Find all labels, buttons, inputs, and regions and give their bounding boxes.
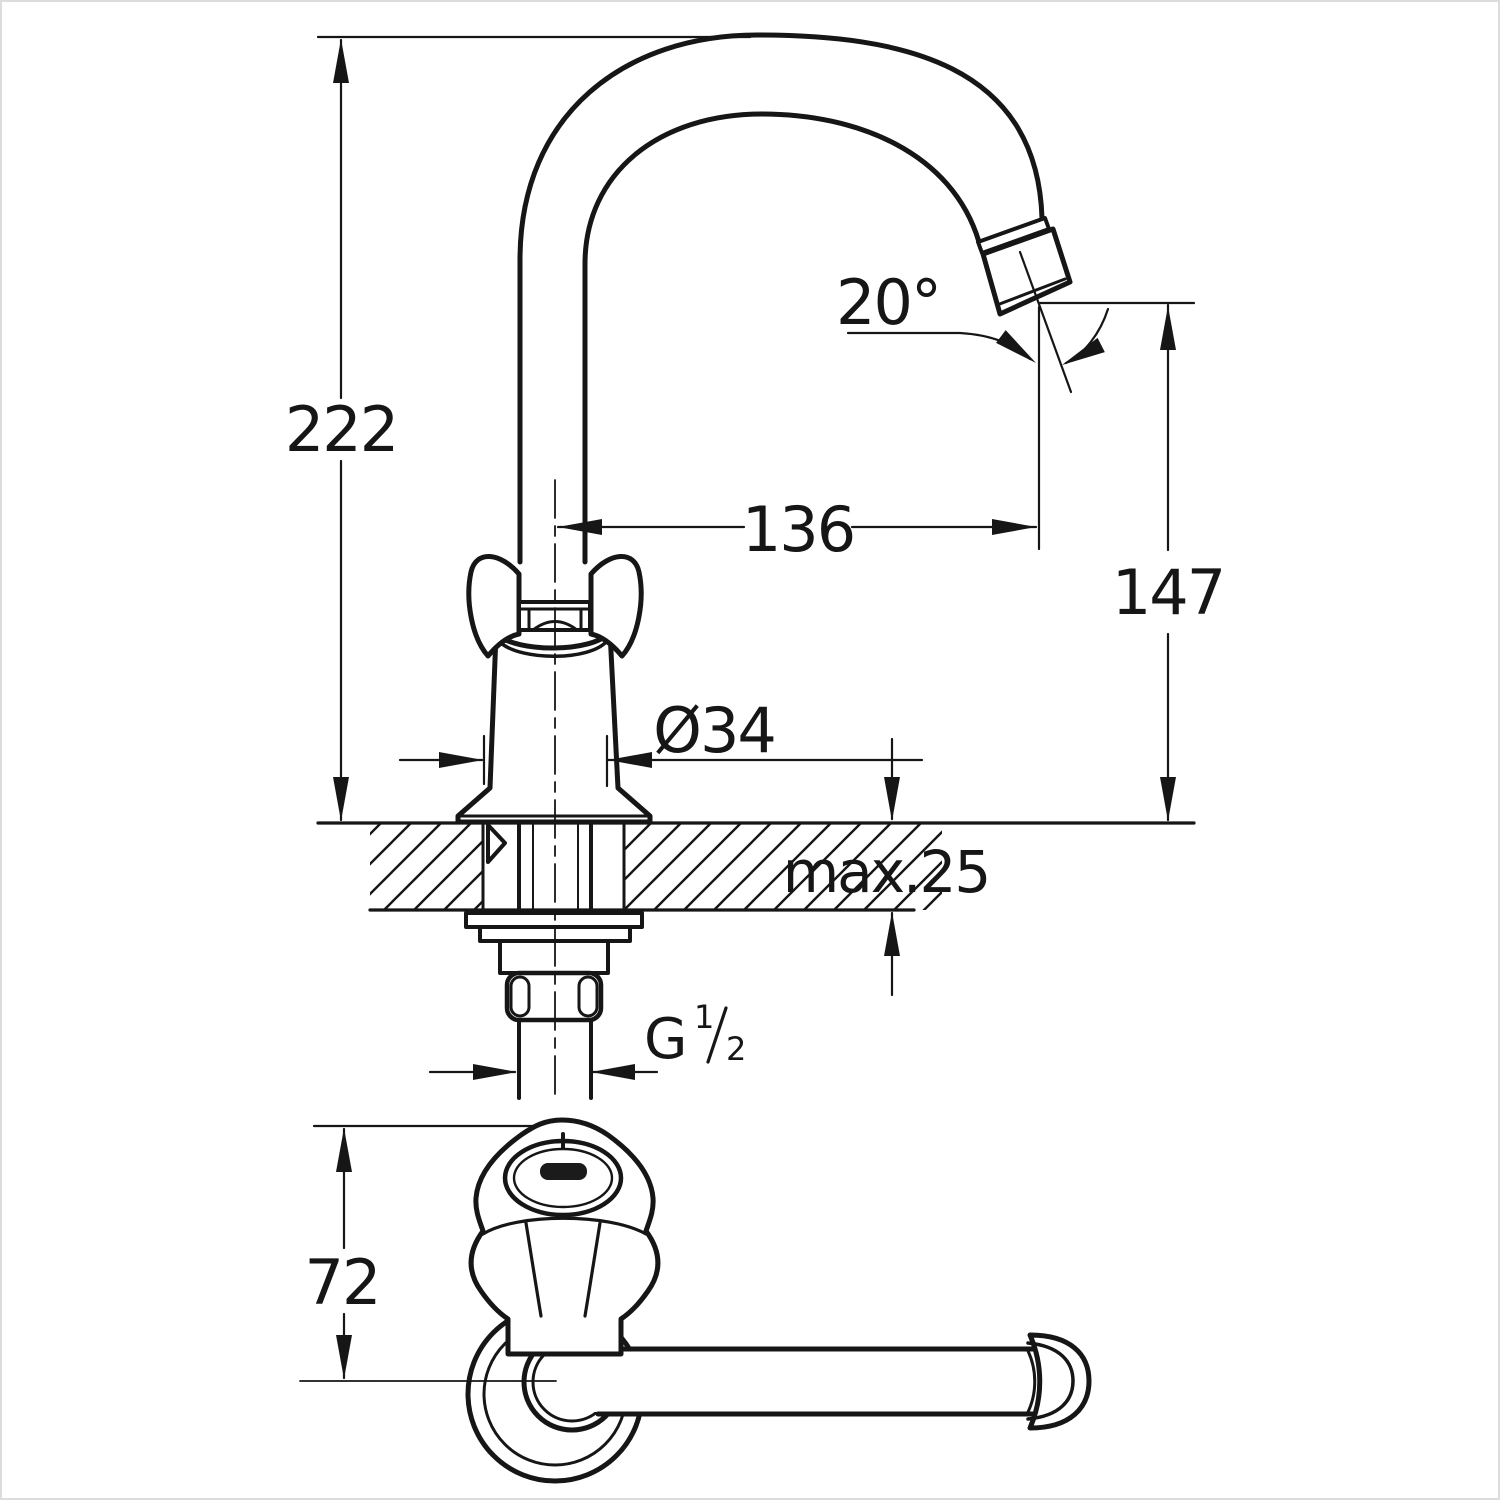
deck-hatch-right [624,823,942,910]
arrow-right-icon [439,752,483,768]
lock-nut-facet-right [577,975,599,1018]
arrow-down-icon [333,777,349,821]
spout-end-cap [1027,1332,1092,1431]
arrow-left-icon [558,519,602,535]
spout-outer-edge [517,32,1045,565]
max-25-label: max.25 [783,838,990,906]
thread-g-label: G [644,1007,687,1072]
angle-20-label: 20° [836,266,940,339]
dim-136-label: 136 [742,493,854,566]
arrow-right-icon [992,519,1036,535]
lock-nut [504,970,604,1023]
dimension-diameter-34: Ø34 [398,694,924,788]
arrow-left-icon [591,1064,635,1080]
spout-inner-edge [582,111,982,565]
thread-denominator: 2 [726,1030,746,1068]
threaded-shank [517,821,593,912]
dimension-20-degrees: 20° [836,250,1110,551]
cross-handle [466,554,644,659]
counter-section [316,821,1196,912]
faucet-body [455,629,653,825]
arrow-icon [996,330,1036,363]
lock-nut-facet-left [509,975,531,1018]
spout-end-face [1026,1349,1037,1414]
spout-plan [586,1332,1092,1431]
dimension-147: 147 [1038,301,1226,822]
dia-34-label: Ø34 [653,694,775,767]
washer-large [464,911,644,929]
plan-view: 72 [299,1117,1092,1484]
dimension-max-25: max.25 [783,737,991,997]
fraction-slash [706,1006,728,1064]
knob-flute-right [583,1221,602,1318]
arrow-up-icon [1160,306,1176,350]
dimension-72: 72 [299,1124,557,1382]
handle-knob-plan [468,1117,661,1357]
brand-logo-blob [540,1163,587,1180]
dimension-136: 136 [556,493,1038,566]
dim-222-label: 222 [285,393,397,466]
deck-hatch-left [370,823,483,910]
arrow-down-icon [884,777,900,821]
swivel-spout [517,32,1045,565]
thread-numerator: 1 [694,998,714,1036]
arrow-icon [1062,337,1105,365]
dim-147-label: 147 [1112,556,1224,629]
arrow-down-icon [336,1335,352,1379]
knob-flute-left [524,1221,543,1318]
dimension-thread-g12: G 1 2 [428,998,746,1080]
body-outline [455,629,653,825]
shank-step [498,939,610,975]
arrow-right-icon [473,1064,517,1080]
handle-wing-left [466,554,522,659]
arrow-up-icon [884,912,900,956]
arrow-up-icon [336,1128,352,1172]
arrow-up-icon [333,39,349,83]
angle-ref-slant-line [1018,250,1073,394]
arrow-left-icon [608,752,652,768]
spout-end-cap-inner [1026,1341,1075,1421]
handle-wing-right [588,554,644,659]
knob-shoulder-line [481,1216,648,1236]
aerator-outlet-line [995,277,1067,307]
front-view: 222 136 147 20° [285,32,1226,1100]
dim-72-label: 72 [305,1246,380,1319]
mounting-tab [486,823,507,864]
dimension-222: 222 [285,35,752,822]
arrow-down-icon [1160,777,1176,821]
fastening-stack [464,911,644,1100]
